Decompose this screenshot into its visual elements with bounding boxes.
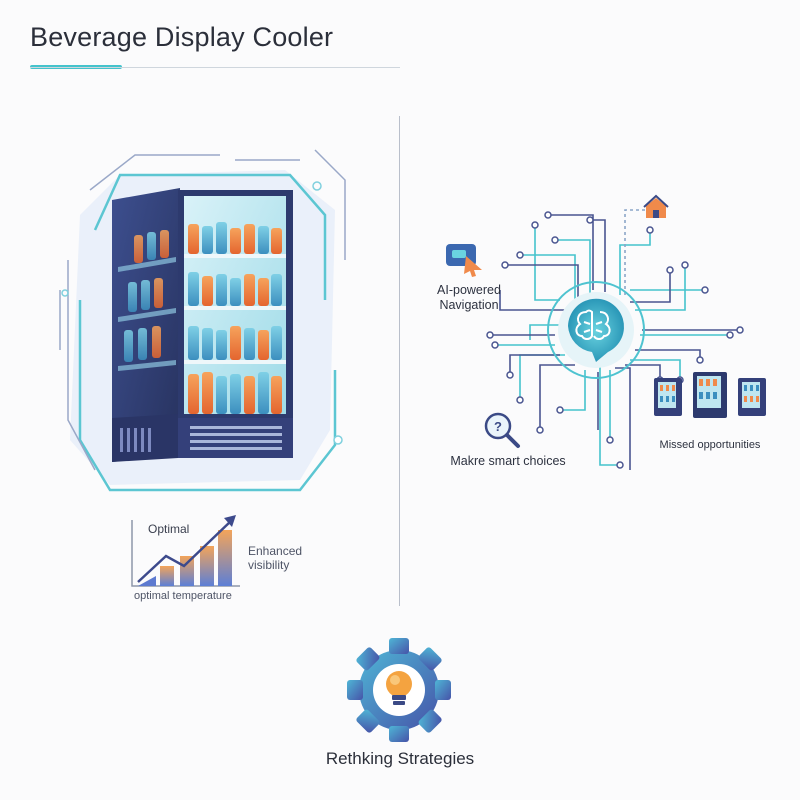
optimal-temperature-label: optimal temperature xyxy=(134,590,232,602)
svg-text:?: ? xyxy=(494,419,502,434)
network-lines xyxy=(490,209,740,470)
optimal-label: Optimal xyxy=(148,522,190,536)
rethinking-strategies-label: Rethking Strategies xyxy=(325,749,475,768)
bottle-rows xyxy=(188,222,282,414)
vending-machine-icon xyxy=(654,372,766,418)
cooler-illustration xyxy=(59,149,346,492)
enhanced-visibility-label: Enhanced visibility xyxy=(248,544,303,572)
smart-choices-label: Makre smart choices xyxy=(450,454,566,468)
navigation-sign-icon xyxy=(446,244,482,277)
title-underline xyxy=(30,67,400,68)
missed-opportunities-label: Missed opportunities xyxy=(659,439,761,451)
ai-navigation-label: AI-powered Navigation xyxy=(437,283,501,312)
growth-chart-icon xyxy=(131,515,240,587)
brain-icon xyxy=(547,281,645,379)
lightbulb-icon xyxy=(386,671,412,705)
page-title: Beverage Display Cooler xyxy=(30,22,334,52)
network-nodes xyxy=(486,211,744,469)
house-icon xyxy=(643,194,669,218)
vertical-divider xyxy=(399,116,400,606)
question-magnifier-icon: ? xyxy=(484,412,520,448)
